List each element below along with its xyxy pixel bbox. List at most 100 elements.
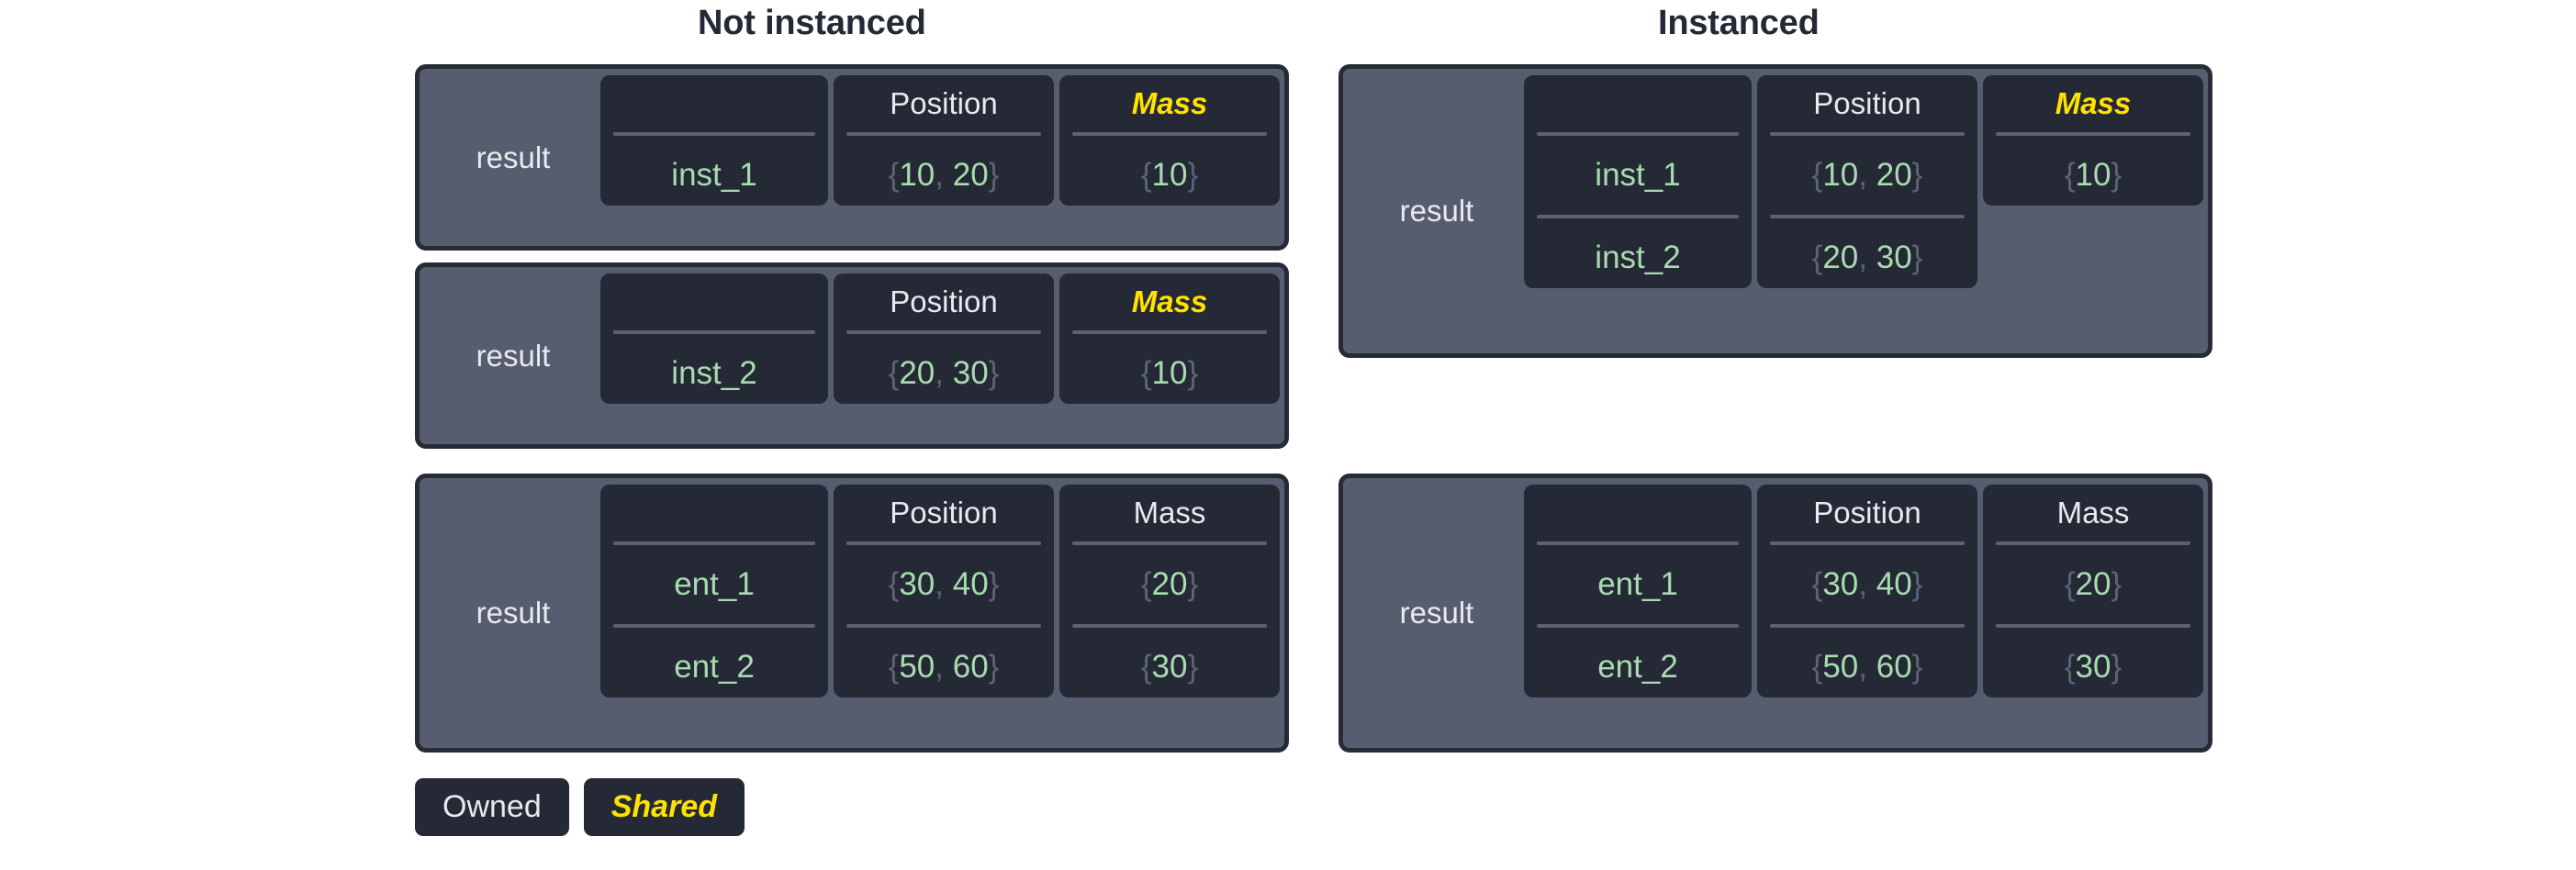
cell-mass: {10} (2064, 157, 2122, 193)
column-group: inst_2 Position {20, 30} Mass {10} (600, 273, 1280, 438)
legend-chip-shared: Shared (583, 778, 745, 836)
cell-divider (1072, 330, 1267, 334)
spacer (1996, 136, 2190, 145)
cell-divider (1537, 624, 1739, 628)
table-instanced-1: result inst_1 inst_2 Position {10, 20} (1338, 64, 2212, 358)
header-mass: Mass (2056, 496, 2130, 530)
cell-name: inst_2 (1595, 240, 1681, 275)
spacer (1072, 628, 1267, 637)
header-position: Position (1813, 86, 1921, 120)
cell-mass: {10} (1140, 355, 1199, 391)
spacer (1996, 615, 2190, 624)
column-name: ent_1 ent_2 (600, 485, 828, 697)
cell-position-value: 20, 30 (1822, 240, 1912, 275)
spacer (1770, 136, 1965, 145)
cell-name: inst_1 (1595, 157, 1681, 193)
cell-divider (1770, 541, 1965, 545)
column-group: ent_1 ent_2 Position {30, 40} {50, 60} M… (1524, 485, 2203, 742)
cell-divider (1996, 541, 2190, 545)
header-position: Position (890, 86, 998, 120)
spacer (1770, 206, 1965, 215)
cell-mass: {20} (1140, 566, 1199, 602)
spacer (1996, 628, 2190, 637)
header-name (613, 273, 815, 330)
spacer (1537, 615, 1739, 624)
cell-name: inst_2 (671, 355, 757, 391)
cell-mass: {30} (2064, 649, 2122, 685)
header-name (613, 485, 815, 541)
spacer (846, 628, 1041, 637)
cell-divider (1072, 132, 1267, 136)
cell-divider (613, 132, 815, 136)
cell-divider (613, 624, 815, 628)
table-not-instanced-3: result ent_1 ent_2 Position {30, 40} (415, 474, 1289, 753)
cell-divider (1537, 541, 1739, 545)
header-name (1537, 75, 1739, 132)
header-mass: Mass (1131, 284, 1208, 318)
spacer (613, 136, 815, 145)
cell-divider (613, 541, 815, 545)
column-name: ent_1 ent_2 (1524, 485, 1752, 697)
cell-position-value: 20, 30 (899, 355, 989, 391)
cell-divider (1537, 215, 1739, 218)
cell-divider (1996, 132, 2190, 136)
spacer (1996, 545, 2190, 554)
cell-divider (846, 330, 1041, 334)
owner-label: result (476, 596, 551, 630)
column-position: Position {10, 20} (834, 75, 1054, 206)
header-position: Position (890, 496, 998, 530)
cell-position-value: 50, 60 (899, 649, 989, 685)
cell-divider (613, 330, 815, 334)
cell-divider (1770, 624, 1965, 628)
cell-divider (1537, 132, 1739, 136)
spacer (1770, 218, 1965, 228)
cell-divider (1072, 541, 1267, 545)
column-group: inst_1 inst_2 Position {10, 20} {20, 30}… (1524, 75, 2203, 347)
column-group: ent_1 ent_2 Position {30, 40} {50, 60} M… (600, 485, 1280, 742)
cell-position: {30, 40} (1811, 566, 1923, 602)
cell-mass: {30} (1140, 649, 1199, 685)
spacer (1537, 628, 1739, 637)
cell-divider (1770, 215, 1965, 218)
owner-label: result (476, 139, 551, 174)
column-mass: Mass {20} {30} (1983, 485, 2203, 697)
cell-mass-value: 10 (2075, 157, 2111, 193)
header-mass: Mass (1131, 86, 1208, 120)
cell-name: ent_2 (674, 649, 755, 685)
cell-mass-value: 30 (2075, 649, 2111, 685)
cell-position: {20, 30} (1811, 240, 1923, 275)
spacer (613, 628, 815, 637)
cell-divider (846, 132, 1041, 136)
spacer (1537, 218, 1739, 228)
column-position: Position {10, 20} {20, 30} (1757, 75, 1977, 288)
cell-position: {50, 60} (888, 649, 1000, 685)
header-position: Position (1813, 496, 1921, 530)
cell-position: {10, 20} (1811, 157, 1923, 193)
spacer (846, 136, 1041, 145)
cell-mass: {10} (1140, 157, 1199, 193)
spacer (846, 545, 1041, 554)
spacer (613, 334, 815, 343)
spacer (1537, 545, 1739, 554)
cell-name: inst_1 (671, 157, 757, 193)
column-mass: Mass {20} {30} (1059, 485, 1280, 697)
owner-label: result (476, 338, 551, 373)
cell-name: ent_1 (674, 566, 755, 602)
cell-mass-value: 20 (2075, 566, 2111, 602)
spacer (1072, 136, 1267, 145)
cell-position-value: 50, 60 (1822, 649, 1912, 685)
cell-mass: {20} (2064, 566, 2122, 602)
cell-position-value: 10, 20 (899, 157, 989, 193)
spacer (846, 615, 1041, 624)
cell-mass-value: 30 (1151, 649, 1188, 685)
spacer (1770, 615, 1965, 624)
column-group: inst_1 Position {10, 20} Mass {10} (600, 75, 1280, 240)
spacer (1770, 545, 1965, 554)
spacer (1537, 206, 1739, 215)
column-name: inst_1 (600, 75, 828, 206)
column-mass-shared: Mass {10} (1983, 75, 2203, 206)
spacer (613, 615, 815, 624)
spacer (1537, 136, 1739, 145)
table-instanced-2: result ent_1 ent_2 Position {30, 40} (1338, 474, 2212, 753)
header-name (613, 75, 815, 132)
